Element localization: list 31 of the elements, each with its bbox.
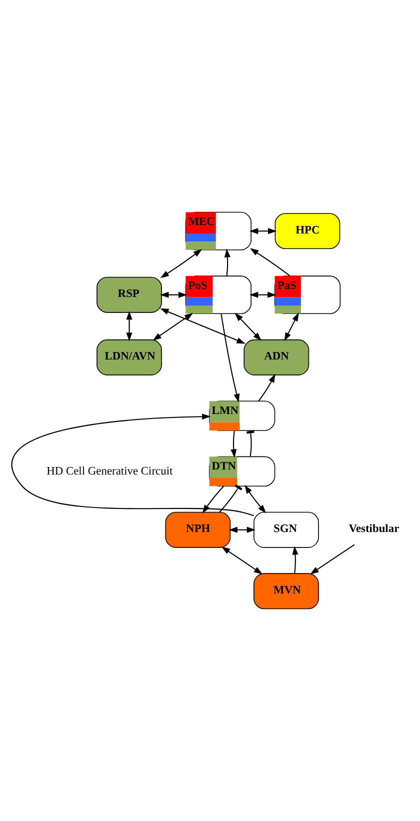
arrow xyxy=(228,526,256,533)
label: HD Cell Generative Circuit xyxy=(46,465,173,478)
arrow xyxy=(249,228,277,234)
arrow xyxy=(230,430,237,458)
arrow xyxy=(310,544,355,574)
connector xyxy=(219,484,242,512)
arrow xyxy=(258,374,276,402)
connector xyxy=(246,430,254,456)
node-box: NPH xyxy=(165,512,231,548)
arrow xyxy=(152,312,194,341)
node-box: MVN xyxy=(254,573,319,610)
arrow xyxy=(126,311,132,342)
arrow xyxy=(250,248,290,276)
node-box: RSP xyxy=(96,276,162,313)
arrow xyxy=(249,292,276,298)
arrow xyxy=(12,414,254,516)
arrow xyxy=(221,546,263,574)
arrow xyxy=(160,292,188,298)
node-box: ADN xyxy=(244,339,310,376)
arrow xyxy=(160,249,202,278)
node-text: Vestibular xyxy=(348,523,400,536)
node-box: LDN/AVN xyxy=(96,339,162,376)
arrow xyxy=(160,308,246,344)
arrow xyxy=(224,248,230,276)
arrow xyxy=(244,484,266,514)
arrow xyxy=(234,312,262,341)
arrow xyxy=(220,314,240,403)
node-box: HPC xyxy=(274,213,340,250)
arrow xyxy=(284,312,299,342)
node-box: SGN xyxy=(254,512,319,548)
arrow xyxy=(292,546,298,574)
